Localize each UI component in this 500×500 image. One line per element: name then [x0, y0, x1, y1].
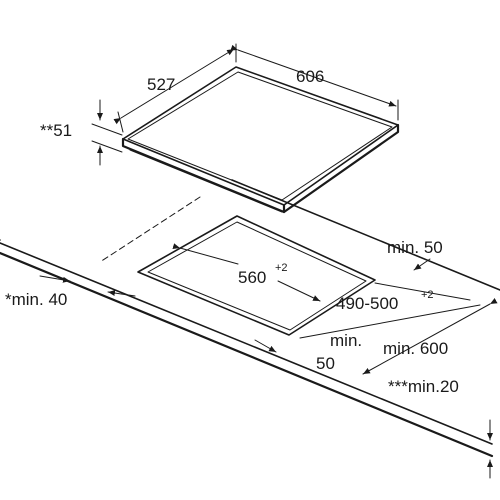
dim-side-min: [254, 339, 277, 353]
hob-depth-label: 527: [147, 75, 175, 94]
ext-line: [117, 111, 124, 133]
worktop-front-thick-edge: [0, 251, 494, 458]
cutout-depth-label: 490-500: [336, 294, 398, 313]
cutout-width-tolerance: +2: [275, 262, 288, 274]
cutout-outer: [137, 215, 376, 336]
hob-width-label: 606: [296, 67, 324, 86]
arrow-right: [39, 275, 71, 283]
arrow: [254, 339, 277, 353]
dim-hob-thickness: [91, 99, 123, 166]
worktop-drawing: [0, 179, 500, 458]
dim-worktop-depth: [362, 297, 498, 375]
dim-line: [362, 297, 498, 375]
hob-right-edge: [282, 123, 400, 214]
dim-hob-depth: [113, 43, 237, 133]
cutout-inner: [147, 221, 367, 331]
dim-front-min: [39, 275, 136, 297]
dim-cutout-width: [172, 243, 321, 302]
worktop-back-edge-line: [231, 179, 500, 291]
dim-line: [230, 44, 397, 107]
cutout-drawing: [137, 215, 376, 336]
worktop-thickness-label: ***min.20: [388, 377, 459, 396]
front-min-label: *min. 40: [5, 290, 67, 309]
ext-line: [91, 140, 123, 153]
arrow: [413, 258, 431, 271]
side-min-label-line2: 50: [316, 354, 335, 373]
alignment-dashed-line: [99, 196, 201, 263]
dim-line-left: [172, 243, 239, 265]
dim-hob-width: [230, 44, 399, 121]
worktop-depth-label: min. 600: [383, 339, 448, 358]
hob-bottom-outline: [129, 149, 283, 213]
cutout-width-label: 560: [238, 268, 266, 287]
hob-front-edge: [121, 137, 286, 214]
ext-line: [91, 123, 123, 136]
back-min-label: min. 50: [387, 238, 443, 257]
hob-thickness-label: **51: [40, 121, 72, 140]
worktop-top-front-edge: [0, 242, 493, 445]
side-min-label-line1: min.: [330, 331, 362, 350]
cutout-depth-tolerance: +2: [421, 289, 434, 301]
ext-line: [374, 282, 471, 301]
arrow-left: [107, 290, 136, 297]
dim-line: [113, 48, 235, 125]
dim-line-right: [277, 280, 321, 302]
dim-back-min: [413, 258, 431, 271]
